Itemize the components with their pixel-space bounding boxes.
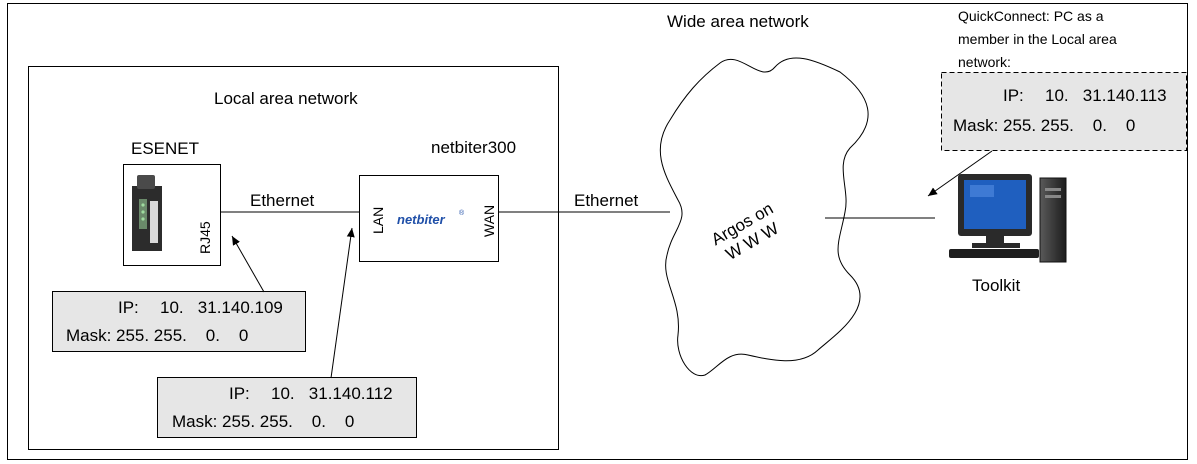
- esenet-mask-value: 255. 255. 0. 0: [116, 326, 248, 345]
- quickconnect-note-line2: member in the Local area: [958, 31, 1117, 47]
- esenet-port-label: RJ45: [197, 221, 213, 254]
- netbiter-ip-label: IP:: [229, 384, 250, 403]
- netbiter-ip-value: 10. 31.140.112: [271, 384, 393, 403]
- esenet-ip-label: IP:: [118, 298, 139, 317]
- pc-label: Toolkit: [972, 276, 1020, 295]
- ethernet-label-lan: Ethernet: [250, 191, 315, 210]
- outer-frame: [7, 3, 1188, 460]
- wan-cloud: [659, 57, 869, 377]
- netbiter-box: [359, 175, 499, 262]
- netbiter-logo-mark: ®: [459, 209, 465, 217]
- quickconnect-address-box: [941, 72, 1187, 151]
- quickconnect-arrow: [927, 150, 993, 197]
- netbiter-lan-port: LAN: [370, 207, 386, 234]
- quickconnect-mask-label: Mask:: [953, 116, 998, 135]
- esenet-ip-value: 10. 31.140.109: [160, 298, 283, 317]
- esenet-address-box: [52, 291, 306, 352]
- netbiter-wan-port: WAN: [481, 205, 497, 237]
- ethernet-label-wan: Ethernet: [574, 191, 639, 210]
- quickconnect-mask-value: 255. 255. 0. 0: [1003, 116, 1135, 135]
- netbiter-address-arrow: [330, 227, 355, 379]
- lan-boundary: [28, 66, 559, 450]
- netbiter-mask-label: Mask:: [172, 412, 217, 431]
- netbiter-address-box: [157, 377, 417, 438]
- quickconnect-note-line3: network:: [958, 54, 1011, 70]
- wan-title: Wide area network: [667, 12, 809, 31]
- quickconnect-note-line1: QuickConnect: PC as a: [958, 8, 1104, 24]
- lan-title: Local area network: [214, 89, 358, 108]
- esenet-label: ESENET: [131, 139, 199, 158]
- esenet-device-icon: [132, 175, 162, 251]
- netbiter-mask-value: 255. 255. 0. 0: [222, 412, 354, 431]
- desktop-computer-icon: [949, 174, 1067, 263]
- quickconnect-ip-value: 10. 31.140.113: [1045, 86, 1167, 105]
- esenet-mask-label: Mask:: [66, 326, 111, 345]
- netbiter-label: netbiter300: [431, 138, 516, 157]
- netbiter-logo: netbiter: [397, 212, 446, 227]
- quickconnect-ip-label: IP:: [1003, 86, 1024, 105]
- esenet-address-arrow: [231, 235, 265, 293]
